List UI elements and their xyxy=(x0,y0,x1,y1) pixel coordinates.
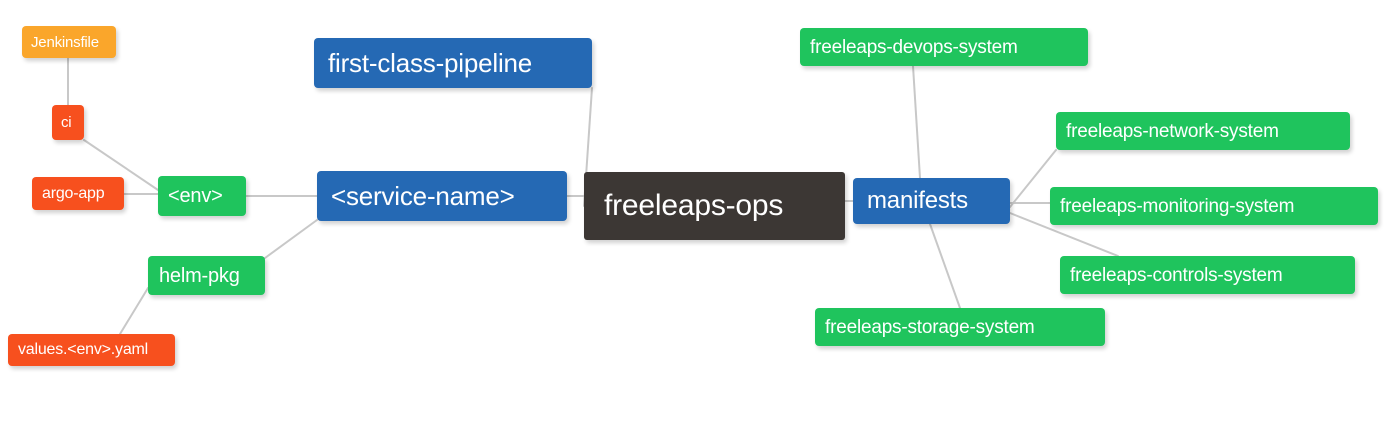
mindmap-node-pipeline[interactable]: first-class-pipeline xyxy=(314,38,592,88)
mindmap-node-devops[interactable]: freeleaps-devops-system xyxy=(800,28,1088,66)
mindmap-node-label-env: <env> xyxy=(168,185,223,207)
mindmap-node-label-monitoring: freeleaps-monitoring-system xyxy=(1060,195,1295,217)
edge-manifests-to-storage xyxy=(929,223,961,309)
mindmap-node-values[interactable]: values.<env>.yaml xyxy=(8,334,175,366)
mindmap-node-label-storage: freeleaps-storage-system xyxy=(825,316,1035,338)
mindmap-node-network[interactable]: freeleaps-network-system xyxy=(1056,112,1350,150)
mindmap-node-label-controls: freeleaps-controls-system xyxy=(1070,264,1283,286)
mindmap-node-label-manifests: manifests xyxy=(867,187,968,214)
mindmap-node-label-service: <service-name> xyxy=(331,181,515,211)
mindmap-node-label-pipeline: first-class-pipeline xyxy=(328,48,533,78)
mindmap-node-monitoring[interactable]: freeleaps-monitoring-system xyxy=(1050,187,1378,225)
edge-manifests-to-devops xyxy=(912,65,921,179)
mindmap-node-ci[interactable]: ci xyxy=(52,105,84,140)
mindmap-node-helm[interactable]: helm-pkg xyxy=(148,256,265,295)
mindmap-node-storage[interactable]: freeleaps-storage-system xyxy=(815,308,1105,346)
mindmap-node-service[interactable]: <service-name> xyxy=(317,171,567,221)
mindmap-node-label-argo: argo-app xyxy=(42,184,105,202)
mindmap-node-controls[interactable]: freeleaps-controls-system xyxy=(1060,256,1355,294)
edge-service-to-helm xyxy=(264,219,318,259)
mindmap-node-jenkinsfile[interactable]: Jenkinsfile xyxy=(22,26,116,58)
mindmap-node-label-jenkinsfile: Jenkinsfile xyxy=(31,33,99,51)
mindmap-node-label-helm: helm-pkg xyxy=(159,264,240,287)
mindmap-node-label-root: freeleaps-ops xyxy=(604,189,784,222)
mindmap-node-label-values: values.<env>.yaml xyxy=(18,341,149,358)
edge-helm-to-values xyxy=(119,287,149,335)
mindmap-node-env[interactable]: <env> xyxy=(158,176,246,216)
mindmap-node-root[interactable]: freeleaps-ops xyxy=(584,172,845,240)
mindmap-node-manifests[interactable]: manifests xyxy=(853,178,1010,224)
mindmap-node-label-ci: ci xyxy=(61,114,72,131)
mindmap-node-label-network: freeleaps-network-system xyxy=(1066,120,1279,142)
mindmap-node-label-devops: freeleaps-devops-system xyxy=(810,36,1018,58)
mindmap-node-argo[interactable]: argo-app xyxy=(32,177,124,210)
